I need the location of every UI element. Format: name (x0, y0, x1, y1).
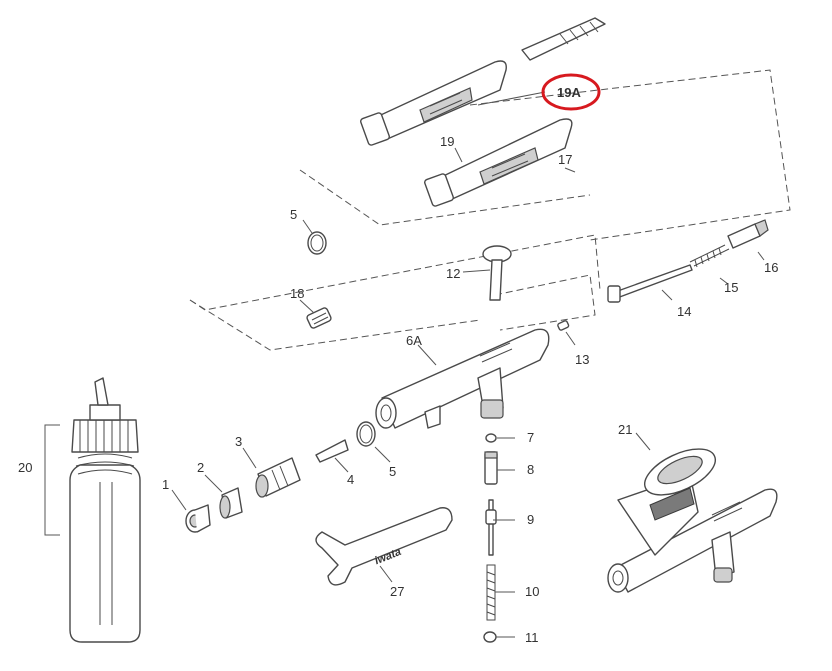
label-1: 1 (162, 477, 169, 492)
label-4: 4 (347, 472, 354, 487)
label-5-lower: 5 (389, 464, 396, 479)
highlight-circle (541, 73, 601, 111)
part-11-washer (483, 631, 497, 643)
label-13: 13 (575, 352, 589, 367)
part-13-screw (557, 320, 570, 331)
label-17: 17 (558, 152, 572, 167)
label-20: 20 (18, 460, 32, 475)
part-5-oring-lower (356, 421, 376, 447)
part-10-spring (486, 564, 496, 621)
part-7-washer (485, 433, 497, 443)
part-27-wrench: iwata (315, 507, 453, 586)
label-18: 18 (290, 286, 304, 301)
part-3-head (255, 457, 301, 498)
label-9: 9 (527, 512, 534, 527)
part-21-cup-body (607, 448, 778, 593)
part-19a-shaft (521, 17, 606, 61)
label-2: 2 (197, 460, 204, 475)
highlighted-label-19a: 19A (541, 73, 601, 111)
part-15-spring (689, 244, 730, 268)
label-8: 8 (527, 462, 534, 477)
label-16: 16 (764, 260, 778, 275)
part-8-guide (484, 451, 498, 485)
label-14: 14 (677, 304, 691, 319)
label-10: 10 (525, 584, 539, 599)
part-16-adjuster (727, 219, 769, 249)
part-14-spring-guide (607, 264, 693, 303)
part-labels: 1 2 3 4 5 5 6A 7 8 9 10 11 12 13 14 15 1… (18, 134, 778, 645)
assembly-outlines (189, 69, 791, 351)
part-19a-handle (360, 60, 507, 146)
label-15: 15 (724, 280, 738, 295)
part-12-trigger (482, 245, 512, 301)
part-20-bottle (44, 377, 141, 643)
label-7: 7 (527, 430, 534, 445)
part-6a-body (375, 328, 550, 429)
label-5-top: 5 (290, 207, 297, 222)
label-11: 11 (525, 630, 539, 645)
part-2-nozzle-cap (219, 487, 243, 519)
part-4-nozzle (315, 439, 349, 463)
part-18-nut (306, 307, 332, 329)
part-9-piston (485, 499, 497, 556)
label-21: 21 (618, 422, 632, 437)
label-6a: 6A (406, 333, 422, 348)
label-19a: 19A (557, 85, 581, 100)
label-27: 27 (390, 584, 404, 599)
label-19: 19 (440, 134, 454, 149)
label-3: 3 (235, 434, 242, 449)
part-5-oring-top (307, 231, 327, 255)
label-12: 12 (446, 266, 460, 281)
part-19-handle (424, 118, 573, 207)
part-1-cap (185, 504, 211, 533)
leader-lines (171, 91, 765, 638)
